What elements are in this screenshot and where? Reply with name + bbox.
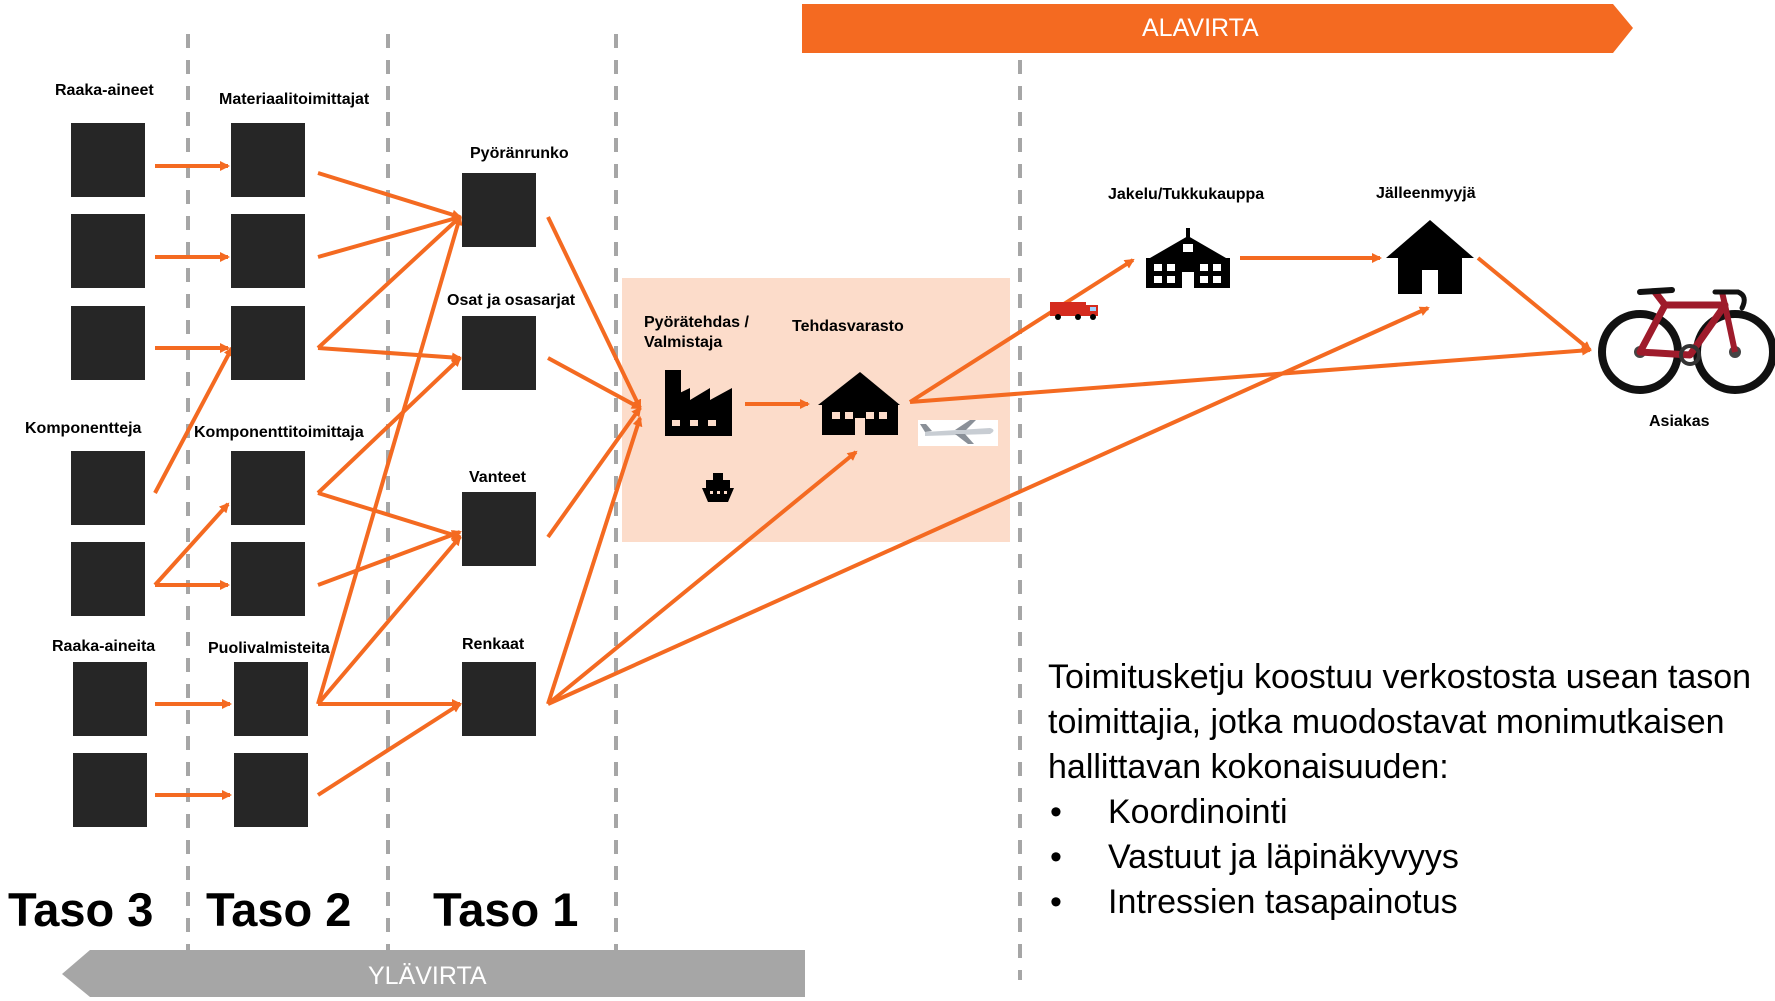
label-raw-materials-2: Raaka-aineita [52, 638, 156, 655]
tier2-box-material-supplier-3 [231, 306, 305, 380]
tier3-box-raw-material-3 [71, 306, 145, 380]
label-tires: Renkaat [462, 636, 525, 653]
tier2-box-semi-finished-1 [234, 662, 308, 736]
label-material-suppliers: Materiaalitoimittajat [219, 91, 370, 108]
summary-bullet-interests: Intressien tasapainotus [1048, 880, 1758, 925]
tier2-box-semi-finished-2 [234, 753, 308, 827]
label-distribution: Jakelu/Tukkukauppa [1108, 186, 1265, 203]
label-components: Komponentteja [25, 420, 142, 437]
label-customer: Asiakas [1649, 413, 1710, 430]
label-frame: Pyöränrunko [470, 145, 569, 162]
tier1-box-rims [462, 492, 536, 566]
tier-1-label: Taso 1 [433, 883, 579, 936]
label-parts: Osat ja osasarjat [447, 292, 576, 309]
distribution-building-icon [1146, 228, 1230, 288]
tier1-box-tires [462, 662, 536, 736]
factory-icon [665, 370, 732, 436]
label-semi-finished: Puolivalmisteita [208, 640, 330, 657]
label-factory: Pyörätehdas / Valmistaja [644, 314, 749, 351]
tier2-box-component-supplier-2 [231, 542, 305, 616]
label-raw-materials: Raaka-aineet [55, 82, 154, 99]
tier3-box-raw-material-2 [71, 214, 145, 288]
bicycle-icon [1598, 287, 1775, 394]
tier3-box-raw-material-1 [71, 123, 145, 197]
tier3-box-raw-material-4 [73, 662, 147, 736]
tier1-box-frame [462, 173, 536, 247]
summary-bullet-coordination: Koordinointi [1048, 790, 1758, 835]
tier-2-label: Taso 2 [206, 883, 352, 936]
tier2-box-component-supplier-1 [231, 451, 305, 525]
tier3-box-component-1 [71, 451, 145, 525]
ship-icon [702, 473, 734, 502]
upstream-band [62, 950, 805, 997]
label-retailer: Jälleenmyyjä [1376, 185, 1476, 202]
tier2-box-material-supplier-1 [231, 123, 305, 197]
tier-3-label: Taso 3 [8, 883, 154, 936]
airplane-icon [918, 420, 998, 446]
tier3-box-component-2 [71, 542, 145, 616]
label-rims: Vanteet [469, 469, 526, 486]
label-component-suppliers: Komponenttitoimittaja [194, 424, 364, 441]
summary-bullets: Koordinointi Vastuut ja läpinäkyvyys Int… [1048, 790, 1758, 925]
upstream-band-label: YLÄVIRTA [368, 962, 487, 990]
summary-text: Toimitusketju koostuu verkostosta usean … [1048, 658, 1752, 786]
tier1-box-parts [462, 316, 536, 390]
retailer-house-icon [1386, 220, 1474, 294]
flow-arrows [153, 161, 1592, 800]
downstream-band-label: ALAVIRTA [1142, 14, 1259, 42]
tier2-box-material-supplier-2 [231, 214, 305, 288]
truck-icon [1050, 302, 1098, 320]
downstream-band [802, 4, 1633, 53]
summary-block: Toimitusketju koostuu verkostosta usean … [1048, 655, 1758, 925]
summary-bullet-responsibility: Vastuut ja läpinäkyvyys [1048, 835, 1758, 880]
tier-separators [186, 34, 1022, 980]
warehouse-icon [818, 372, 900, 435]
tier3-box-raw-material-5 [73, 753, 147, 827]
label-warehouse: Tehdasvarasto [792, 318, 904, 335]
